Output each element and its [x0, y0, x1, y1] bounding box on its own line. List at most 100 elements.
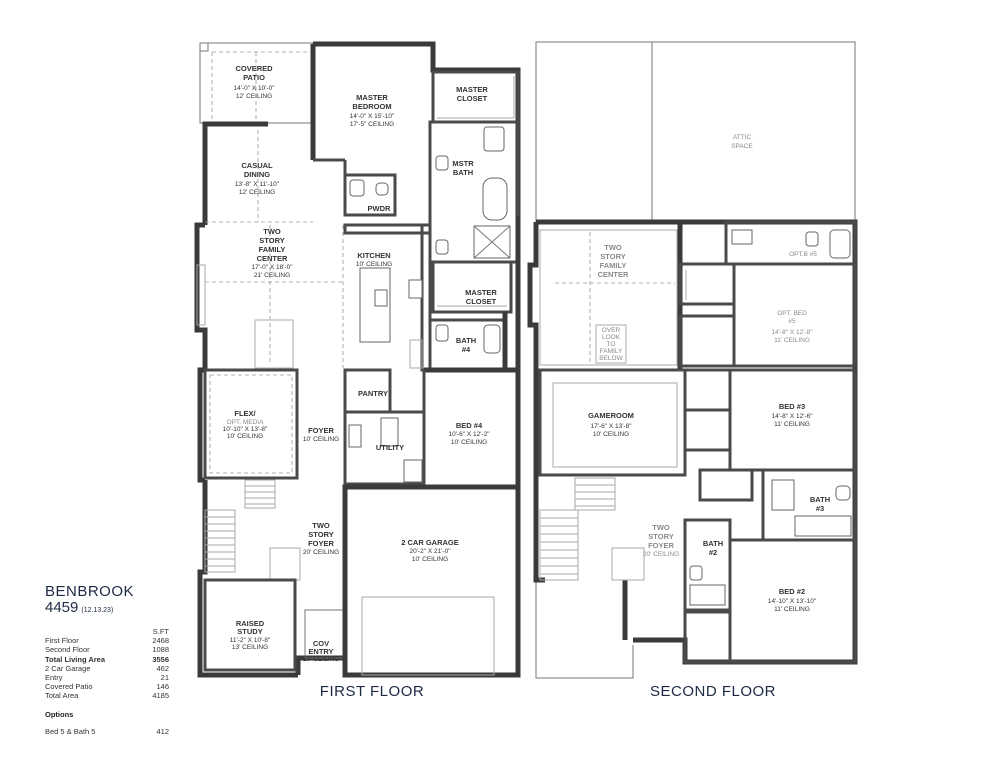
area-row-label: Entry [45, 673, 63, 683]
first-floor-plan [194, 41, 521, 678]
utility-label: UTILITY [376, 443, 404, 452]
bath2-label-2: #2 [709, 548, 717, 557]
cov-entry-ceiling: 10' CEILING [303, 656, 339, 663]
family-center-label: TWO [263, 227, 281, 236]
area-row-label: First Floor [45, 636, 79, 646]
opt-bed5-label: OPT. BED [777, 310, 807, 317]
family-center-label-3: FAMILY [259, 245, 286, 254]
second-floor-labels: ATTIC SPACE TWO STORY FAMILY CENTER OVER… [588, 134, 830, 613]
option-row-label: Bed 5 & Bath 5 [45, 726, 96, 736]
options-table: Bed 5 & Bath 5 412 [45, 727, 169, 736]
foyer-below-label-2: STORY [648, 532, 673, 541]
covered-patio-dims: 14'-0" X 10'-0" [233, 85, 275, 92]
area-row-value: 21 [160, 673, 169, 683]
master-closet-bottom-label: MASTER [465, 288, 497, 297]
bed3-ceiling: 11' CEILING [774, 421, 810, 428]
area-row-value: 3556 [152, 654, 169, 664]
area-row: Entry 21 [45, 673, 169, 682]
option-row: Bed 5 & Bath 5 412 [45, 727, 169, 736]
area-row-label: Total Area [45, 691, 79, 701]
two-story-foyer-label-3: FOYER [308, 539, 334, 548]
foyer-label: FOYER [308, 426, 334, 435]
options-title: Options [45, 709, 74, 719]
mstr-bath-label-2: BATH [453, 168, 473, 177]
raised-study-ceiling: 13' CEILING [232, 644, 268, 651]
opt-bed5-label-2: #5 [788, 318, 796, 325]
area-row: First Floor 2468 [45, 636, 169, 645]
foyer-ceiling: 10' CEILING [303, 436, 339, 443]
area-row-value: 2468 [152, 636, 169, 646]
two-story-foyer-ceiling: 20' CEILING [303, 549, 339, 556]
area-row: Total Living Area 3556 [45, 655, 169, 664]
bath3-label-2: #3 [816, 504, 824, 513]
master-closet-top-label: MASTER [456, 85, 488, 94]
casual-dining-label: CASUAL [241, 161, 273, 170]
overlook-label-2: LOOK [602, 334, 621, 341]
first-floor-labels: COVERED PATIO 14'-0" X 10'-0" 12' CEILIN… [223, 64, 498, 663]
master-bedroom-label-2: BEDROOM [352, 102, 391, 111]
foyer-below-label-3: FOYER [648, 541, 674, 550]
plan-date: (12.13.23) [81, 607, 114, 614]
overlook-label-5: BELOW [599, 355, 623, 362]
attic-space-label-2: SPACE [731, 143, 753, 150]
casual-dining-ceiling: 12' CEILING [239, 189, 275, 196]
flex-label: FLEX/ [234, 409, 256, 418]
master-bedroom-label: MASTER [356, 93, 388, 102]
master-closet-top-label-2: CLOSET [457, 94, 488, 103]
bath2-label: BATH [703, 539, 723, 548]
kitchen-label: KITCHEN [357, 251, 390, 260]
family-below-label-3: FAMILY [600, 261, 627, 270]
opt-b5-label: OPT.B #5 [789, 251, 817, 258]
garage-label: 2 CAR GARAGE [401, 538, 459, 547]
bed4-label: BED #4 [456, 421, 483, 430]
garage-ceiling: 10' CEILING [412, 556, 448, 563]
second-floor-plan [527, 41, 858, 679]
family-center-label-4: CENTER [257, 254, 288, 263]
option-row-value: 412 [156, 726, 169, 736]
two-story-foyer-label: TWO [312, 521, 330, 530]
area-row-label: Second Floor [45, 645, 90, 655]
overlook-label-3: TO [607, 341, 616, 348]
master-bedroom-dims: 14'-0" X 15'-10" [350, 113, 395, 120]
flex-dims: 10'-10" X 13'-8" [223, 426, 268, 433]
raised-study-dims: 11'-2" X 10'-8" [230, 637, 271, 644]
covered-patio-label-2: PATIO [243, 73, 265, 82]
area-summary: BENBROOK 4459(12.13.23) S.FT First Floor… [45, 584, 175, 736]
area-row-value: 146 [156, 682, 169, 692]
family-center-dims: 17'-0" X 18'-0" [251, 264, 293, 271]
gameroom-label: GAMEROOM [588, 411, 634, 420]
covered-patio-label: COVERED [235, 64, 273, 73]
flex-label-2: OPT. MEDIA [227, 419, 265, 426]
bath4-label-2: #4 [462, 345, 471, 354]
bed4-ceiling: 10' CEILING [451, 439, 487, 446]
cov-entry-label-2: ENTRY [308, 647, 333, 656]
area-row-label: 2 Car Garage [45, 663, 91, 673]
attic-space-label: ATTIC [733, 134, 752, 141]
gameroom-dims: 17'-6" X 13'-8" [590, 423, 632, 430]
casual-dining-dims: 13'-8" X 11'-10" [235, 181, 280, 188]
area-row-label: Total Living Area [45, 654, 106, 664]
gameroom-ceiling: 10' CEILING [593, 431, 629, 438]
opt-bed5-dims: 14'-8" X 12'-8" [771, 329, 813, 336]
family-center-label-2: STORY [259, 236, 284, 245]
bed3-dims: 14'-8" X 12'-6" [771, 413, 813, 420]
plan-number-line: 4459(12.13.23) [45, 600, 175, 619]
cov-entry-label: COV [313, 639, 329, 648]
plan-number: 4459 [45, 599, 79, 616]
area-table-header: S.FT [45, 627, 169, 636]
raised-study-label: RAISED [236, 619, 265, 628]
first-floor-title: FIRST FLOOR [320, 683, 424, 700]
overlook-label-4: FAMILY [600, 348, 623, 355]
garage-dims: 20'-2" X 21'-0" [409, 548, 451, 555]
area-row-label: Covered Patio [45, 682, 93, 692]
plan-name: BENBROOK [45, 583, 135, 600]
family-center-ceiling: 21' CEILING [254, 272, 290, 279]
pantry-label: PANTRY [358, 389, 388, 398]
mstr-bath-label: MSTR [452, 159, 474, 168]
overlook-label: OVER [602, 327, 621, 334]
